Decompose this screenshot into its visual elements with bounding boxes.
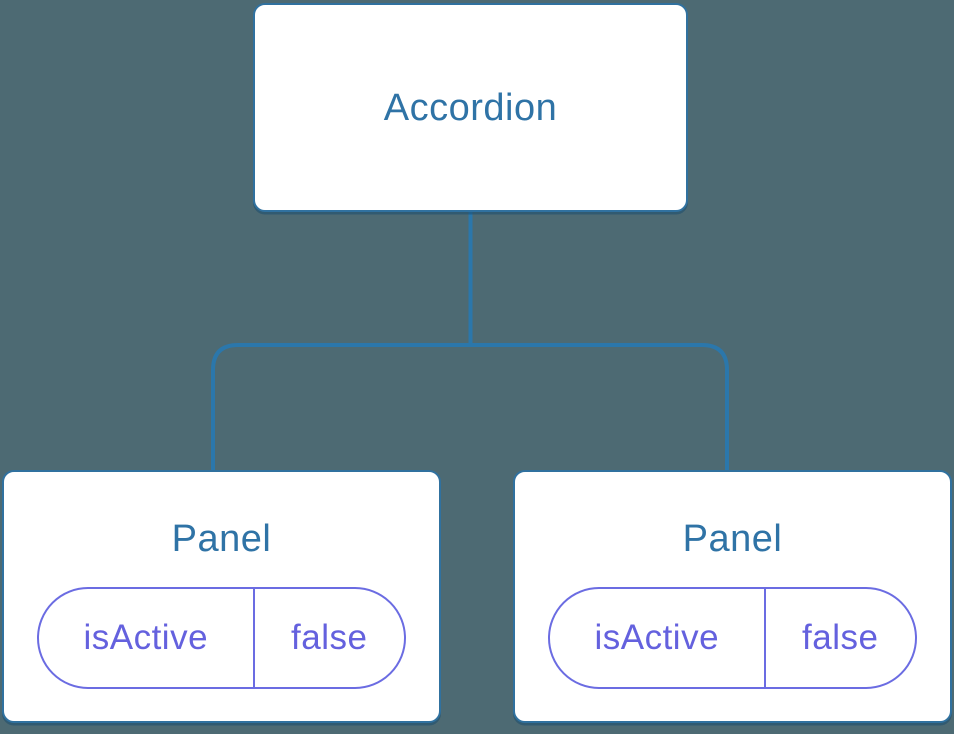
state-value: false: [802, 618, 879, 657]
state-pill: isActive false: [37, 587, 406, 689]
state-key: isActive: [39, 589, 255, 687]
state-value: false: [291, 618, 368, 657]
node-panel-right: Panel isActive false: [513, 470, 952, 723]
state-key: isActive: [550, 589, 766, 687]
panel-label: Panel: [682, 518, 783, 560]
connector-branch: [211, 343, 729, 470]
accordion-label: Accordion: [383, 86, 558, 129]
node-accordion: Accordion: [253, 3, 688, 212]
state-pill: isActive false: [548, 587, 917, 689]
node-panel-left: Panel isActive false: [2, 470, 441, 723]
panel-label: Panel: [171, 518, 272, 560]
